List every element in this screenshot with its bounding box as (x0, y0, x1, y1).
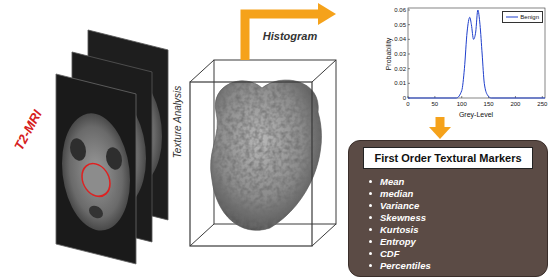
tick-label: 0 (406, 101, 409, 107)
histogram-curve (408, 10, 545, 98)
marker-name: Kurtosis (380, 224, 419, 235)
legend-text: Benign (520, 14, 539, 20)
process-label: Histogram (263, 31, 317, 42)
tick-label: 250 (537, 101, 547, 107)
chart-frame (408, 8, 545, 98)
legend-line (506, 17, 518, 18)
flow-arrow (245, 14, 320, 60)
volume-cube-front (190, 82, 312, 246)
modality-label: T2-MRI (12, 108, 44, 152)
bullet-dot (369, 192, 372, 195)
axis-title: Probability (385, 38, 392, 71)
bullet-dot (369, 252, 372, 255)
bullet-dot (369, 216, 372, 219)
tick-label: 0.03 (394, 51, 406, 57)
tick-mark (408, 24, 410, 25)
list-item: Variance (369, 199, 431, 211)
tick-label: 100 (457, 101, 467, 107)
bullet-dot (369, 204, 372, 207)
chart-ticks (408, 10, 542, 98)
marker-name: Skewness (380, 212, 426, 223)
list-item: Percentiles (369, 259, 431, 271)
list-item: Entropy (369, 235, 431, 247)
tick-label: 0 (403, 95, 406, 101)
marker-panel: MeanmedianVarianceSkewnessKurtosisEntrop… (348, 140, 548, 277)
tick-label: 0.04 (394, 36, 406, 42)
tick-label: 0.06 (394, 7, 406, 13)
prostate-texture (211, 80, 322, 230)
marker-name: Entropy (380, 236, 416, 247)
arrow-head (429, 127, 451, 139)
panel-heading: First Order Textural Markers (374, 152, 521, 164)
process-label: Texture Analysis (173, 86, 183, 159)
panel-header: First Order Textural Markers (363, 147, 533, 169)
list-item: median (369, 187, 431, 199)
legend-line (506, 14, 518, 20)
legend-box: Benign (502, 11, 543, 23)
mri-slice (56, 74, 136, 264)
marker-name: median (380, 188, 413, 199)
flow-arrow (436, 117, 445, 128)
tick-mark (408, 54, 410, 55)
tick-label: 0.02 (394, 66, 406, 72)
tick-label: 0.05 (394, 22, 406, 28)
marker-list: MeanmedianVarianceSkewnessKurtosisEntrop… (369, 175, 431, 271)
bullet-dot (369, 180, 372, 183)
list-item: Kurtosis (369, 223, 431, 235)
axis-title: Grey-Level (459, 111, 493, 118)
tick-mark (408, 83, 410, 84)
bullet-dot (369, 240, 372, 243)
list-item: CDF (369, 247, 431, 259)
tick-label: 50 (432, 101, 439, 107)
marker-name: Percentiles (380, 260, 431, 271)
list-item: Mean (369, 175, 431, 187)
volume-cube (190, 60, 336, 246)
bullet-dot (369, 228, 372, 231)
tick-label: 200 (510, 101, 520, 107)
marker-name: CDF (380, 248, 400, 259)
tick-label: 0.01 (394, 80, 406, 86)
list-item: Skewness (369, 211, 431, 223)
tick-label: 150 (484, 101, 494, 107)
tick-mark (408, 68, 410, 69)
marker-name: Mean (380, 176, 404, 187)
arrow-head (318, 3, 336, 25)
tick-mark (408, 39, 410, 40)
tick-mark (461, 96, 462, 98)
marker-name: Variance (380, 200, 419, 211)
tick-mark (408, 10, 410, 11)
bullet-dot (369, 264, 372, 267)
prostate-volume (211, 80, 322, 230)
